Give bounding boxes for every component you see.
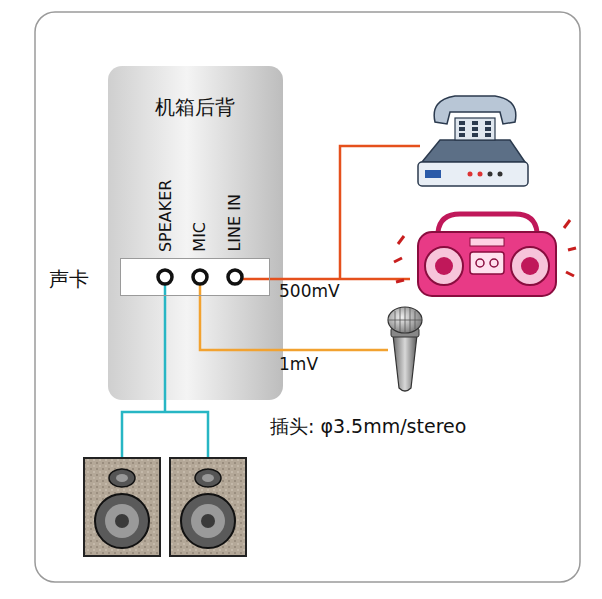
frame [35, 12, 580, 582]
wires [122, 146, 420, 458]
sound-card-node: 声卡 [120, 258, 270, 296]
microphone-icon [388, 307, 422, 391]
card-plate [120, 258, 270, 296]
port-label: LINE IN [226, 195, 244, 252]
plug-label: 插头: φ3.5mm/stereo [270, 416, 466, 437]
node-heading: 机箱后背 [155, 94, 235, 121]
radio-icon [394, 214, 576, 296]
jacks [158, 270, 242, 284]
speaker-icons [84, 458, 246, 556]
node-heading: 声卡 [49, 266, 89, 293]
port-label: MIC [191, 222, 209, 252]
port-label: SPEAKER [157, 179, 175, 252]
telephone-icon [418, 96, 528, 186]
voltage-label: 500mV [279, 282, 340, 301]
voltage-label: 1mV [279, 355, 318, 374]
